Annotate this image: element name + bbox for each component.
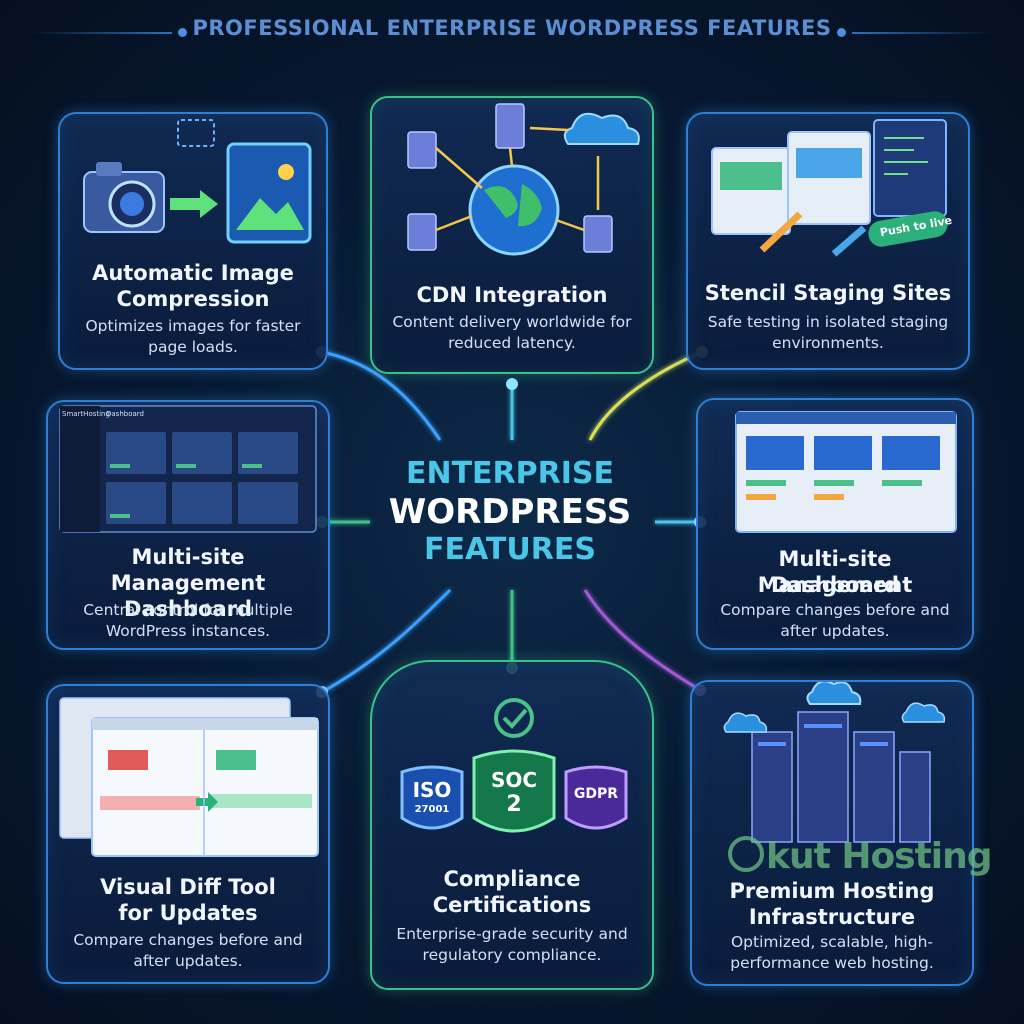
card-description: Content delivery worldwide for reduced l… [392,313,632,352]
card-multisite-dashboard-left: SmartHosting Dashboard Multi-site Manage… [46,400,330,650]
card-title-line1: Premium Hosting [729,879,935,903]
card-description: Optimizes images for faster page loads. [85,317,301,356]
card-description: Optimized, scalable, high-performance we… [730,933,934,972]
card-visual-diff: Visual Diff Tool for Updates Compare cha… [46,684,330,984]
card-title: Automatic Image Compression [92,261,294,311]
mock-brand-label: SmartHosting [62,410,110,418]
card-description: Compare changes before and after updates… [73,931,303,970]
title-rule-right [852,32,992,34]
card-title: CDN Integration [416,283,608,307]
card-cdn-integration: CDN Integration Content delivery worldwi… [370,96,654,374]
dashboard-mock-icon [59,405,317,533]
dashboard-mock-icon [735,411,957,533]
title-dot [178,28,187,37]
card-compliance: ISO 27001 SOC 2 GDPR Compliance Certific… [370,660,654,990]
diff-windows-icon [59,697,319,857]
card-title: Stencil Staging Sites [704,281,952,305]
center-title-line1: ENTERPRISE [405,456,614,491]
card-multisite-dashboard-right: Multi-site Management Dashboard Compare … [696,398,974,650]
cdn-globe-icon [407,103,640,256]
page-title: PROFESSIONAL ENTERPRISE WORDPRESS FEATUR… [192,16,832,40]
title-rule-left [32,32,172,34]
mock-dashboard-label: Dashboard [106,410,144,418]
card-description: Central control for multiple WordPress i… [83,601,293,640]
card-title-line2: Dashboard [770,573,900,597]
card-staging-sites: Push to live Stencil Staging Sites Safe … [686,112,970,370]
watermark-logo-icon [728,836,764,872]
card-title-line1: Multi-site Management [757,547,913,597]
iso-number-label: 27001 [414,804,450,815]
watermark-text: kut Hosting [766,836,993,877]
card-premium-hosting: Premium Hosting Infrastructure Optimized… [690,680,974,986]
title-dot [837,28,846,37]
staging-windows-icon [711,119,948,257]
watermark: kut Hosting [728,836,993,877]
server-rack-icon [723,682,946,843]
soc-number-label: 2 [506,792,522,817]
card-title-line2: Infrastructure [748,905,916,929]
soc-badge-label: SOC [490,768,538,792]
card-description: Compare changes before and after updates… [720,601,950,640]
card-description: Enterprise-grade security and regulatory… [396,925,628,964]
gdpr-badge-label: GDPR [573,786,619,802]
card-description: Safe testing in isolated staging environ… [707,313,949,352]
card-title-line2: Certifications [432,893,592,917]
card-title-line2: Management Dashboard [110,571,266,621]
card-title-line1: Visual Diff Tool [100,875,276,899]
camera-to-image-icon [83,119,312,244]
card-title-line1: Compliance [443,867,581,891]
card-image-compression: Automatic Image Compression Optimizes im… [58,112,328,370]
card-title-line2: for Updates [118,901,258,925]
center-title: ENTERPRISE WORDPRESS FEATURES [360,455,660,569]
iso-badge-label: ISO [412,778,452,802]
card-title-line1: Multi-site [131,545,245,569]
checkmark-shield-icon [400,698,628,833]
center-title-line2: WORDPRESS [388,492,632,532]
center-title-line3: FEATURES [424,532,596,567]
node-dot [506,378,518,390]
